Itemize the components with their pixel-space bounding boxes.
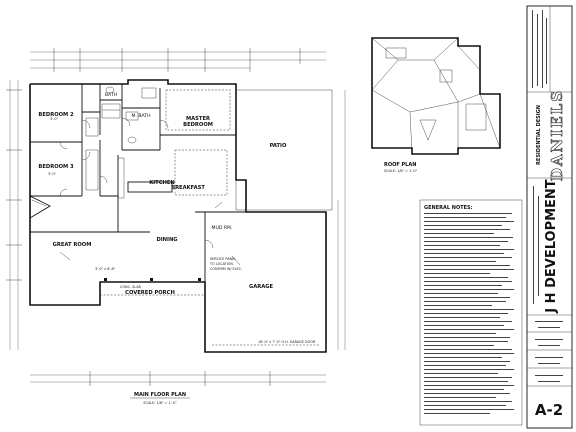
- firm-name-main: DANIELS: [548, 89, 566, 181]
- room-label-patio: PATIO: [270, 143, 287, 149]
- svg-text:CONFIRM W/ ELEC.: CONFIRM W/ ELEC.: [210, 267, 242, 271]
- fireplace: [29, 195, 51, 219]
- room-label-dining: DINING: [156, 237, 177, 243]
- master-ceiling-outline: [165, 89, 231, 131]
- general-notes-title: GENERAL NOTES:: [424, 205, 473, 211]
- porch-posts: [100, 278, 205, 296]
- door-swings: [59, 117, 214, 249]
- room-label-garage: GARAGE: [249, 284, 274, 290]
- firm-address-lines: [532, 10, 547, 88]
- svg-text:3'-0": 3'-0": [48, 172, 56, 176]
- room-label-kitchen: KITCHEN: [149, 180, 175, 186]
- svg-text:3'-0" x 6'-8": 3'-0" x 6'-8": [95, 267, 116, 271]
- room-label-breakfast: BREAKFAST: [171, 185, 205, 191]
- room-label-bedroom-3: BEDROOM 3: [38, 164, 74, 170]
- floor-plan-title: MAIN FLOOR PLAN: [134, 392, 186, 398]
- general-notes: GENERAL NOTES:: [419, 199, 523, 426]
- svg-text:SCALE: 1/8" = 1'-0": SCALE: 1/8" = 1'-0": [143, 401, 177, 405]
- dimension-lines: [6, 48, 346, 386]
- title-block: DANIELS RESIDENTIAL DESIGN J H DEVELOPME…: [526, 5, 573, 429]
- room-label-covered-porch: COVERED PORCH: [125, 290, 175, 296]
- general-notes-text-lines: [424, 213, 514, 414]
- project-name: J H DEVELOPMENT: [544, 179, 559, 313]
- svg-text:SCALE: 1/8" = 1'-0": SCALE: 1/8" = 1'-0": [384, 169, 418, 173]
- roof-plan: ROOF PLAN SCALE: 1/8" = 1'-0": [371, 37, 501, 173]
- svg-text:3'-0": 3'-0": [50, 117, 58, 121]
- svg-text:SERVICE PANEL: SERVICE PANEL: [210, 257, 236, 261]
- main-floor-plan: SERVICE PANEL TO LOCATION CONFIRM W/ ELE…: [6, 48, 346, 405]
- breakfast-area-outline: [174, 149, 228, 196]
- svg-text:CONC. SLAB: CONC. SLAB: [120, 285, 142, 289]
- exterior-walls: [29, 79, 327, 353]
- room-label-great-room: GREAT ROOM: [53, 242, 92, 248]
- room-label-bath: BATH: [105, 92, 117, 98]
- closets: [85, 103, 121, 191]
- patio-slab: [235, 89, 333, 211]
- sheet-info-lines: [535, 321, 563, 382]
- kitchen-island: [127, 181, 173, 193]
- firm-name-sub: RESIDENTIAL DESIGN: [536, 105, 542, 165]
- room-label-mud-rm: MUD RM.: [212, 225, 233, 231]
- svg-text:16'-0" x 7'-0" O.H. GARAGE DOO: 16'-0" x 7'-0" O.H. GARAGE DOOR: [258, 340, 316, 344]
- bath-fixtures: [105, 86, 157, 144]
- kitchen-counter: [117, 157, 125, 199]
- sheet-number: A-2: [535, 401, 563, 419]
- note-leaders: SERVICE PANEL TO LOCATION CONFIRM W/ ELE…: [48, 117, 316, 344]
- room-label-bedroom-2: BEDROOM 2: [38, 112, 74, 118]
- room-label-m-bath: M. BATH: [131, 113, 150, 119]
- roof-plan-title: ROOF PLAN: [384, 162, 416, 168]
- svg-text:TO LOCATION: TO LOCATION: [209, 262, 233, 266]
